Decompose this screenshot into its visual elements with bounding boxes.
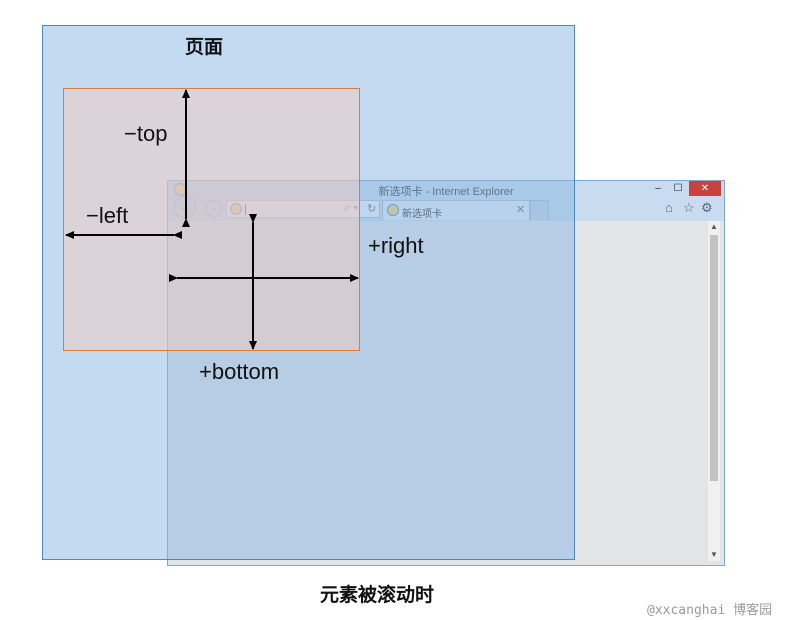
diagram-caption: 元素被滚动时 — [320, 585, 435, 606]
minimize-button[interactable]: – — [655, 183, 661, 194]
favorites-star-icon[interactable]: ☆ — [683, 200, 695, 215]
scroll-thumb[interactable] — [710, 235, 718, 481]
right-label: +right — [368, 233, 424, 258]
maximize-button[interactable]: ☐ — [673, 183, 683, 194]
top-label: −top — [124, 121, 168, 146]
close-button[interactable]: ✕ — [689, 181, 721, 196]
vertical-scrollbar[interactable]: ▲ ▼ — [708, 221, 720, 561]
left-label: −left — [86, 203, 129, 228]
home-icon[interactable]: ⌂ — [665, 200, 673, 215]
bottom-label: +bottom — [199, 359, 280, 384]
scroll-down-icon[interactable]: ▼ — [710, 550, 718, 559]
watermark: @xxcanghai 博客园 — [647, 603, 773, 618]
page-label: 页面 — [185, 37, 224, 58]
gear-icon[interactable]: ⚙ — [701, 200, 713, 215]
element-rectangle — [63, 88, 360, 351]
scroll-up-icon[interactable]: ▲ — [710, 222, 718, 231]
